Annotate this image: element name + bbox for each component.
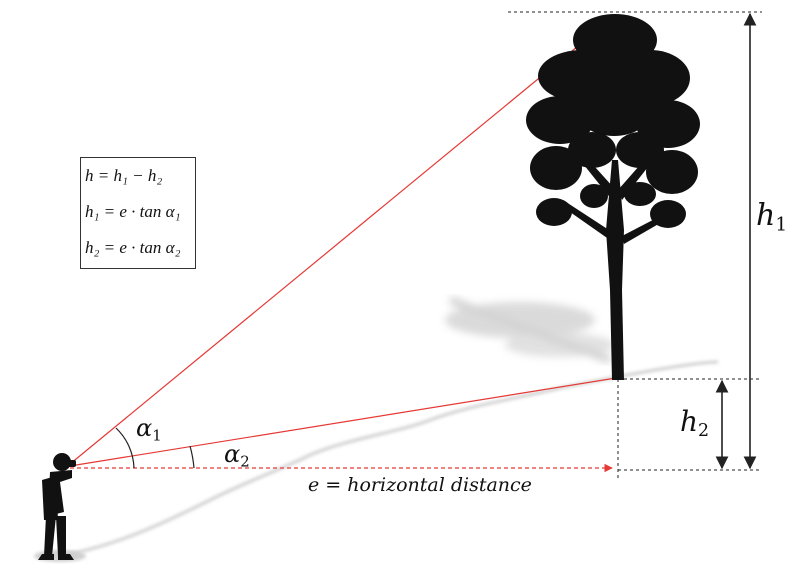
label-horizontal-distance: e = horizontal distance (308, 474, 532, 496)
formula-box: h = h₁ − h₂ h₁ = e · tan α₁ h₂ = e · tan… (80, 157, 196, 269)
label-h2-symbol: h (680, 405, 699, 438)
alpha1-arc (115, 427, 135, 469)
label-h1-subscript: 1 (775, 214, 788, 236)
label-h2-subscript: 2 (698, 421, 710, 442)
formula-h1: h₁ = e · tan α₁ (85, 202, 181, 221)
tree-icon (526, 14, 700, 380)
label-alpha2-subscript: 2 (240, 452, 250, 471)
formula-height-difference: h = h₁ − h₂ (85, 166, 163, 185)
ground-line (59, 360, 719, 558)
alpha2-arc (189, 445, 195, 469)
label-alpha1-subscript: 1 (152, 426, 162, 445)
label-alpha1: α1 (136, 414, 162, 444)
tree-shadow (445, 296, 615, 364)
label-h1: h1 (756, 198, 787, 236)
sightline-to-base (69, 377, 617, 467)
sightline-to-top (69, 27, 601, 465)
label-alpha2: α2 (224, 440, 250, 470)
observer-icon (34, 453, 86, 562)
label-alpha1-symbol: α (136, 414, 153, 442)
formula-h2: h₂ = e · tan α₂ (85, 238, 181, 257)
label-h2: h2 (680, 405, 709, 441)
label-h1-symbol: h (756, 198, 776, 233)
label-alpha2-symbol: α (224, 440, 241, 468)
